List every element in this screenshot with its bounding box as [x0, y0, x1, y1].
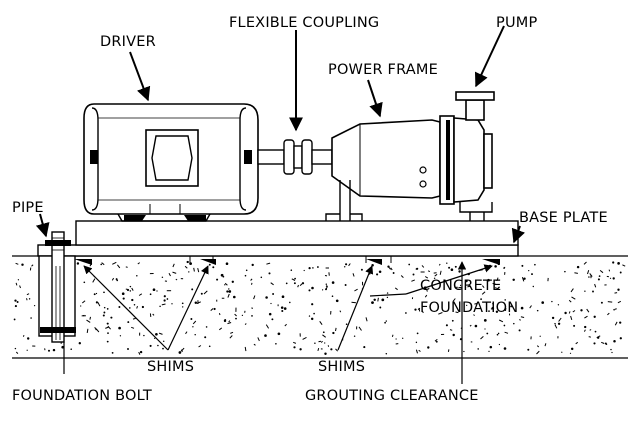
- shims-right-label: SHIMS: [318, 359, 365, 375]
- base-plate: [37, 220, 519, 263]
- foundation-bolt-label: FOUNDATION BOLT: [12, 388, 152, 404]
- foundation-label: FOUNDATION: [420, 300, 518, 316]
- flexible-coupling-label: FLEXIBLE COUPLING: [229, 15, 379, 31]
- concrete-speckles: [13, 260, 626, 356]
- pump-casing: [439, 91, 495, 221]
- power-frame: [325, 119, 441, 221]
- grouting-clearance-label: GROUTING CLEARANCE: [305, 388, 479, 404]
- power-frame-label: POWER FRAME: [328, 62, 438, 78]
- driver-motor: [83, 103, 259, 222]
- pump-label: PUMP: [496, 15, 537, 31]
- pipe-label: PIPE: [12, 200, 44, 216]
- shims-left-label: SHIMS: [147, 359, 194, 375]
- concrete-foundation: [12, 255, 628, 359]
- base-plate-label: BASE PLATE: [519, 210, 608, 226]
- leader-arrows: [35, 25, 525, 384]
- concrete-label: CONCRETE: [420, 278, 501, 294]
- flexible-coupling: [257, 139, 333, 175]
- foundation-bolt: [38, 231, 76, 343]
- shims: [74, 259, 500, 265]
- driver-label: DRIVER: [100, 34, 156, 50]
